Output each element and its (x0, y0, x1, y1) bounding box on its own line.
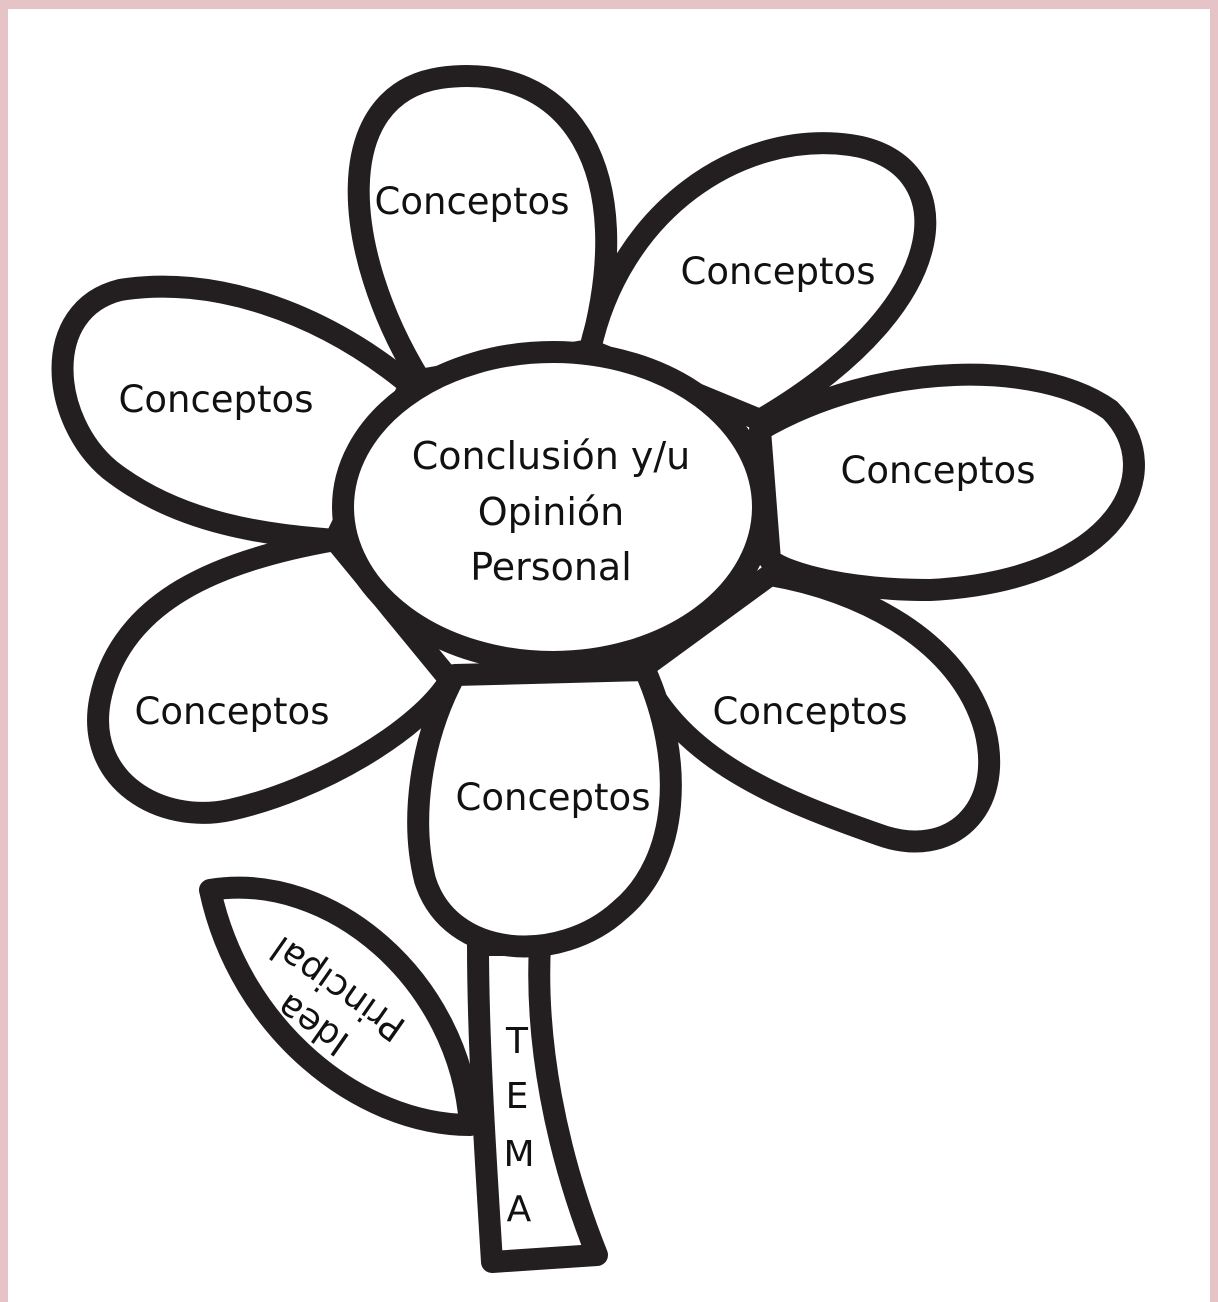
stem-letter-m: M (503, 1134, 534, 1175)
stem-shape (467, 934, 608, 1273)
petal-right-shape (749, 363, 1145, 601)
petal-label-top-right: Conceptos (681, 250, 876, 293)
center-ellipse (332, 341, 774, 673)
petal-label-bottom-right: Conceptos (713, 690, 908, 733)
petal-left-shape (51, 275, 421, 551)
petal-bottom-left-shape (87, 529, 461, 824)
petal-label-top: Conceptos (375, 180, 570, 223)
stem-letter-a: A (507, 1189, 532, 1230)
center-label-line2: Opinión (478, 490, 625, 534)
petal-label-bottom-left: Conceptos (135, 690, 330, 733)
petal-label-right: Conceptos (841, 449, 1036, 492)
petal-label-left: Conceptos (119, 378, 314, 421)
petal-top-shape (347, 65, 618, 391)
petal-bottom-right-shape (629, 564, 1001, 853)
stem-letter-e: E (506, 1076, 529, 1117)
leaf-shape (199, 876, 481, 1136)
petal-label-bottom: Conceptos (456, 776, 651, 819)
petal-top-right-shape (579, 132, 937, 431)
center-label-line3: Personal (470, 545, 632, 589)
petal-bottom-shape (407, 659, 682, 958)
stem-letter-t: T (505, 1021, 529, 1062)
center-label-line1: Conclusión y/u (412, 434, 691, 478)
